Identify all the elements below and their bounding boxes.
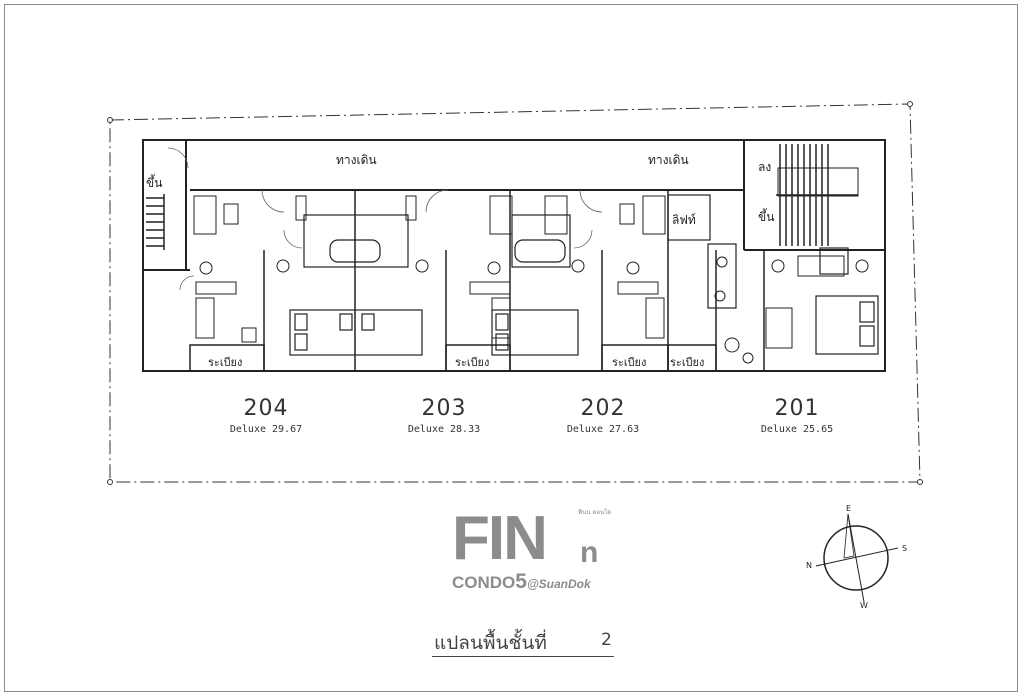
logo-small-text: ฟินน คอนโด (578, 509, 612, 516)
unit-number-201: 201 (774, 396, 820, 421)
compass-west: W (860, 601, 868, 610)
compass-north: N (806, 561, 812, 570)
stair-up-label-left: ขึ้น (146, 176, 163, 190)
balcony-label-203: ระเบียง (455, 356, 490, 369)
logo-location: @SuanDok (526, 577, 591, 591)
building-walls (142, 139, 886, 372)
unit-type-204: Deluxe 29.67 (229, 424, 303, 435)
logo-condo: CONDO (452, 573, 516, 592)
unit-type-202: Deluxe 27.63 (566, 424, 640, 435)
corridor-label-left: ทางเดิน (336, 153, 377, 167)
compass-rose (815, 513, 899, 603)
stair-down-label: ลง (758, 160, 772, 174)
unit-type-203: Deluxe 28.33 (407, 424, 481, 435)
corridor-label-right: ทางเดิน (648, 153, 689, 167)
logo-number: 5 (515, 570, 527, 593)
bathrooms (303, 194, 849, 309)
unit-number-203: 203 (421, 396, 467, 421)
plan-title: แปลนพื้นชั้นที่ (434, 632, 547, 654)
logo-name-suffix: n (580, 536, 599, 569)
balcony-label-201: ระเบียง (670, 356, 705, 369)
furniture (193, 195, 869, 364)
compass-south: S (902, 544, 908, 553)
logo-name: FIN (452, 504, 548, 573)
unit-number-202: 202 (580, 396, 626, 421)
compass-east: E (846, 504, 852, 513)
beds (289, 295, 879, 356)
balcony-label-204: ระเบียง (208, 356, 243, 369)
door-swings (167, 147, 603, 291)
lift-label: ลิฟท์ (672, 213, 696, 227)
main-stair (776, 144, 859, 246)
stair-up-label-right: ขึ้น (758, 210, 775, 224)
unit-type-201: Deluxe 25.65 (760, 424, 834, 435)
plan-title-underline (432, 656, 614, 657)
sheet-border (4, 4, 1018, 692)
balcony-label-202: ระเบียง (612, 356, 647, 369)
logo-subline: CONDO5@SuanDok (452, 571, 591, 592)
left-stair (146, 194, 165, 250)
boundary-markers (107, 101, 923, 485)
unit-number-204: 204 (243, 396, 289, 421)
plan-floor-number: 2 (601, 630, 612, 650)
